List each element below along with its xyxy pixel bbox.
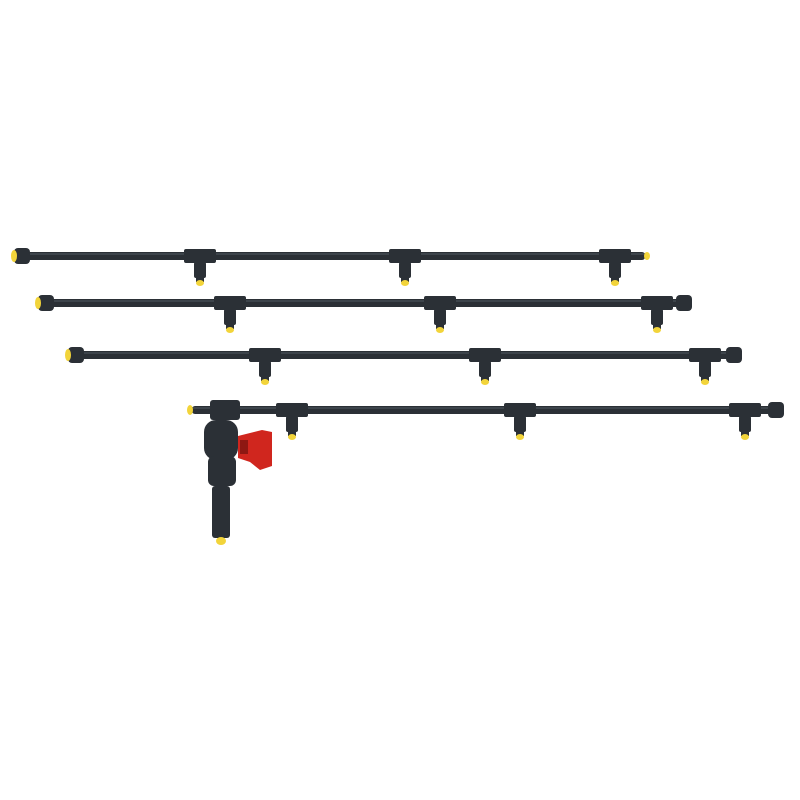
tee-fitting [184,249,216,263]
nozzle-body [194,262,206,278]
nozzle-body [286,416,298,432]
tee-fitting [689,348,721,362]
end-cap [676,295,692,311]
nozzle-tip [741,434,749,440]
tee-fitting [424,296,456,310]
end-cap-tip [65,349,71,361]
inlet-tip [216,537,226,545]
nozzle-cap [701,375,709,381]
end-tip [644,252,650,260]
nozzle-cap [196,276,204,282]
valve-lower [208,456,236,486]
nozzle-tip [288,434,296,440]
tee-fitting [504,403,536,417]
tee-fitting [389,249,421,263]
nozzle-tip [701,379,709,385]
nozzle-cap [436,323,444,329]
nozzle-body [699,361,711,377]
pipe-highlight [18,253,645,255]
nozzle-cap [611,276,619,282]
nozzle-tip [436,327,444,333]
nozzle-tip [653,327,661,333]
nozzle-body [259,361,271,377]
tee-fitting [276,403,308,417]
nozzle-cap [516,430,524,436]
nozzle-tip [516,434,524,440]
end-cap [14,248,30,264]
nozzle-cap [226,323,234,329]
tee-fitting [249,348,281,362]
pipe-highlight [192,407,780,409]
nozzle-body [609,262,621,278]
nozzle-cap [481,375,489,381]
end-cap [726,347,742,363]
nozzle-tip [261,379,269,385]
end-tip [187,405,193,415]
end-cap-tip [11,250,17,262]
nozzle-cap [741,430,749,436]
nozzle-cap [261,375,269,381]
nozzle-body [479,361,491,377]
end-cap [68,347,84,363]
nozzle-tip [196,280,204,286]
inlet-stem [212,486,230,538]
nozzle-cap [288,430,296,436]
tee-fitting [469,348,501,362]
nozzle-tip [481,379,489,385]
tee-fitting [214,296,246,310]
end-cap [38,295,54,311]
nozzle-cap [401,276,409,282]
valve-handle-stem [240,440,248,454]
valve-body [204,420,238,460]
tee-fitting [729,403,761,417]
nozzle-tip [401,280,409,286]
nozzle-body [739,416,751,432]
tee-fitting [641,296,673,310]
nozzle-body [399,262,411,278]
nozzle-tip [611,280,619,286]
nozzle-body [514,416,526,432]
nozzle-body [651,309,663,325]
nozzle-body [224,309,236,325]
nozzle-cap [653,323,661,329]
end-cap [768,402,784,418]
pipe-highlight [42,300,688,302]
nozzle-body [434,309,446,325]
end-cap-tip [35,297,41,309]
valve-tee [210,400,240,420]
pipe-highlight [72,352,738,354]
nozzle-tip [226,327,234,333]
tee-fitting [599,249,631,263]
